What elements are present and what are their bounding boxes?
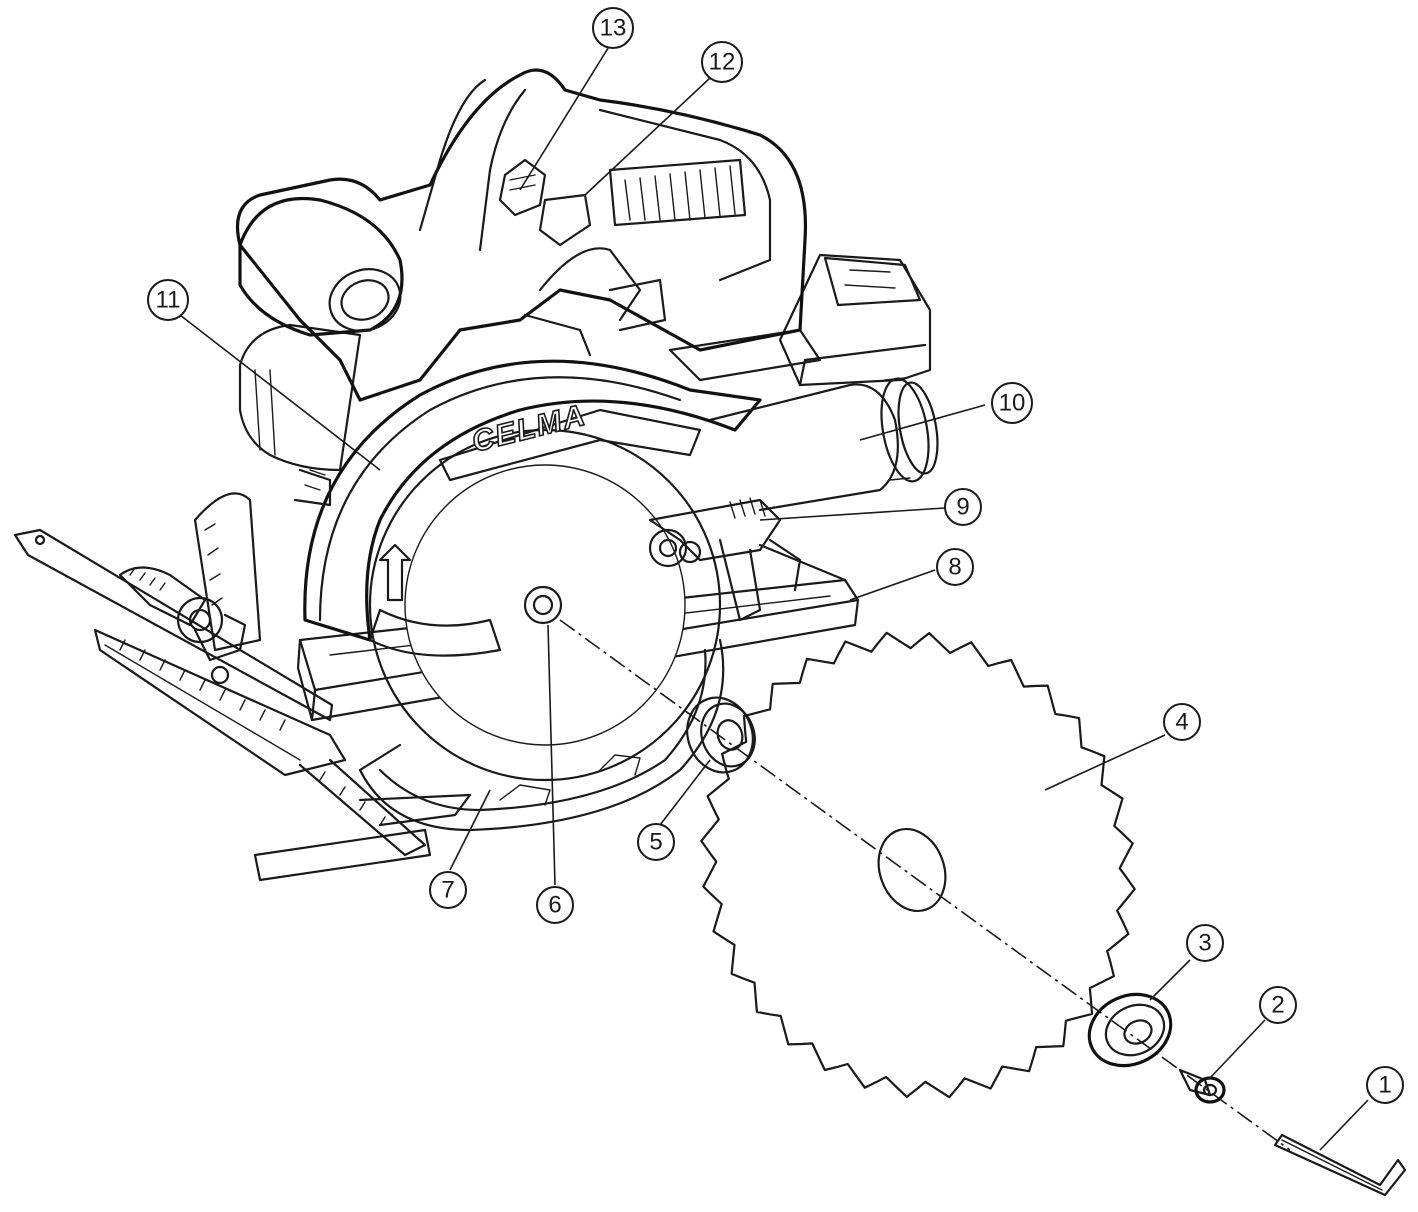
- callout-label: 1: [1378, 1072, 1391, 1099]
- inner-flange: [686, 696, 756, 774]
- callout-6: 6: [536, 886, 574, 924]
- callout-10: 10: [991, 382, 1033, 424]
- callout-12: 12: [701, 41, 743, 83]
- callout-8: 8: [936, 548, 974, 586]
- motor-housing: [238, 323, 362, 507]
- hex-key: [1273, 1133, 1407, 1197]
- callout-13: 13: [592, 7, 634, 49]
- callout-label: 7: [441, 877, 454, 904]
- lock-off-button: [498, 158, 547, 217]
- front-handle: [238, 196, 404, 337]
- callout-label: 6: [548, 892, 561, 919]
- callout-7: 7: [429, 871, 467, 909]
- callout-11: 11: [147, 279, 189, 321]
- callout-label: 4: [1175, 709, 1188, 736]
- callout-4: 4: [1163, 703, 1201, 741]
- callout-5: 5: [637, 823, 675, 861]
- outer-flange: [1087, 992, 1173, 1068]
- callout-1: 1: [1366, 1066, 1404, 1104]
- trigger-switch: [538, 193, 592, 247]
- callout-label: 8: [948, 554, 961, 581]
- callout-9: 9: [944, 488, 982, 526]
- bevel-adjustment: [118, 492, 262, 685]
- callout-label: 5: [649, 829, 662, 856]
- callout-2: 2: [1259, 986, 1297, 1024]
- main-handle: [235, 68, 808, 402]
- callout-label: 9: [956, 494, 969, 521]
- callout-label: 12: [709, 49, 736, 76]
- spindle: [523, 585, 563, 625]
- callout-label: 11: [156, 287, 181, 314]
- callout-label: 10: [999, 390, 1026, 417]
- battery-pack: [668, 253, 932, 387]
- callout-label: 3: [1198, 930, 1211, 957]
- parallel-guide: [13, 528, 472, 882]
- saw-blade: [700, 631, 1136, 1099]
- lower-blade-guard: [358, 638, 725, 832]
- callout-leaders: [179, 44, 1369, 1151]
- callout-label: 13: [600, 15, 627, 42]
- callout-3: 3: [1186, 924, 1224, 962]
- installed-blade: [368, 428, 722, 782]
- circular-saw: CELMA: [13, 68, 939, 882]
- assembly-axis-line: [559, 619, 1291, 1151]
- depth-lever: [648, 497, 802, 622]
- dust-port: [708, 377, 939, 512]
- callout-label: 2: [1271, 992, 1284, 1019]
